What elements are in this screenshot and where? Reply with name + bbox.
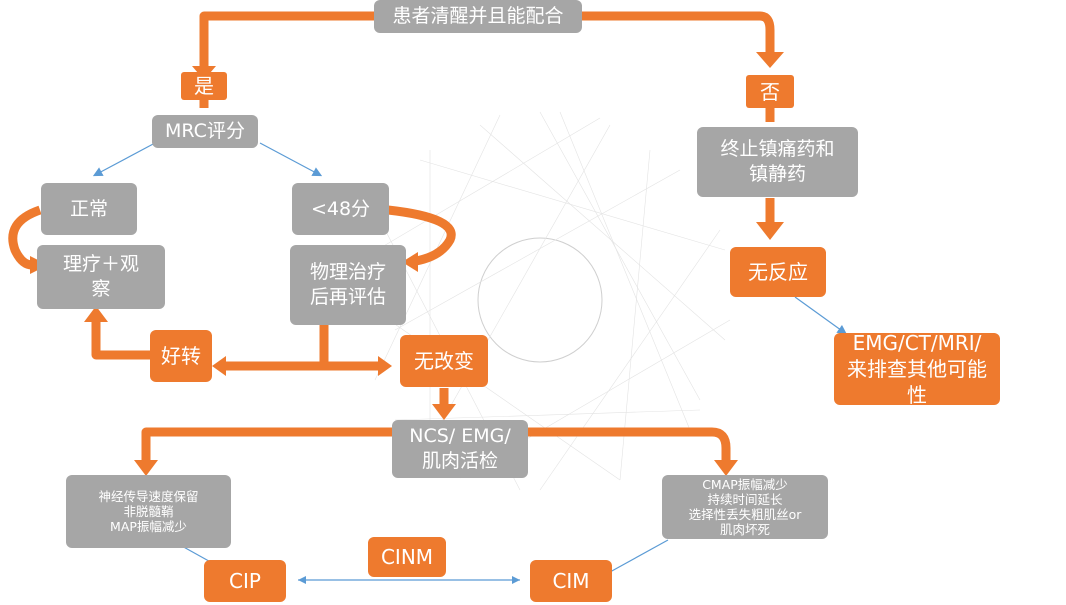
ncs-emg-biopsy-node: NCS/ EMG/ 肌肉活检: [392, 420, 528, 478]
cim-description-node: CMAP振幅减少 持续时间延长 选择性丢失粗肌丝or 肌肉坏死: [662, 475, 828, 539]
no-response-node: 无反应: [730, 247, 826, 297]
cip-node: CIP: [204, 560, 286, 602]
cim-node: CIM: [530, 560, 612, 602]
patient-awake-node: 患者清醒并且能配合: [374, 0, 582, 33]
orange-connectors: [8, 11, 775, 462]
stop-sedation-node: 终止镇痛药和 镇静药: [697, 127, 858, 197]
orange-arrowheads: [30, 52, 784, 476]
cip-description-node: 神经传导速度保留 非脱髓鞘 MAP振幅减少: [66, 475, 231, 548]
improved-node: 好转: [150, 330, 212, 382]
physio-observe-node: 理疗＋观 察: [37, 245, 165, 309]
emg-ct-mri-node: EMG/CT/MRI/ 来排查其他可能 性: [834, 331, 1000, 407]
no-change-node: 无改变: [400, 335, 488, 387]
yes-label: 是: [181, 72, 227, 100]
cinm-node: CINM: [368, 537, 446, 577]
under-48-node: <48分: [292, 183, 389, 235]
normal-node: 正常: [41, 183, 137, 235]
physio-reassess-node: 物理治疗 后再评估: [290, 245, 406, 325]
no-label: 否: [746, 75, 794, 108]
mrc-score-node: MRC评分: [152, 115, 258, 148]
